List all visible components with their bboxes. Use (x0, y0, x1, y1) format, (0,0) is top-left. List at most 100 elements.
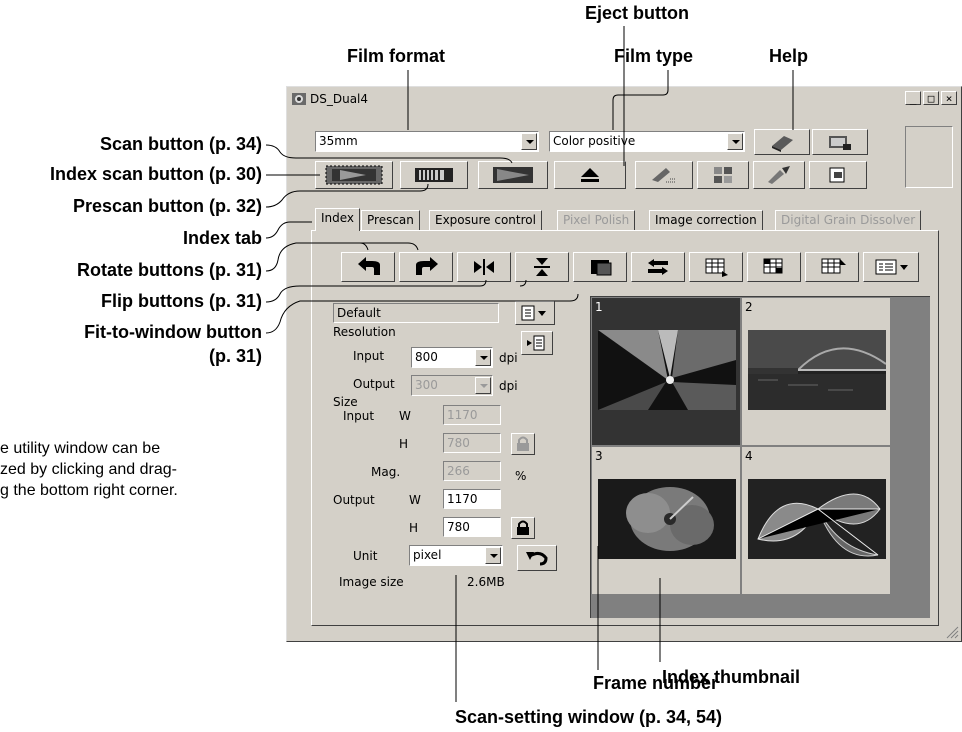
frame-1[interactable]: 1 (591, 297, 741, 446)
input-height-field: 780 (443, 433, 501, 453)
rotate-right-icon (416, 257, 438, 275)
app-icon (292, 93, 306, 105)
frame-4[interactable]: 4 (741, 446, 891, 595)
input-dpi-unit: dpi (499, 351, 518, 365)
flip-vertical-button[interactable] (515, 252, 569, 282)
utility-window: DS_Dual4 _ □ × 35mm Color positive (286, 86, 962, 642)
paintbrush-icon (768, 166, 790, 184)
help-button[interactable] (754, 129, 810, 155)
select-frames-button[interactable] (747, 252, 801, 282)
minimize-button[interactable]: _ (905, 91, 921, 105)
settings-menu-button[interactable] (515, 301, 555, 325)
film-type-select[interactable]: Color positive (549, 131, 745, 152)
variations-button[interactable] (697, 161, 749, 189)
resize-note-line: g the bottom right corner. (0, 482, 178, 499)
index-thumbnail[interactable] (598, 330, 736, 410)
eject-icon (581, 168, 599, 182)
index-thumbnail[interactable] (748, 330, 886, 410)
callout-help: Help (769, 46, 809, 66)
index-scan-button[interactable] (315, 161, 393, 189)
film-format-value: 35mm (319, 134, 358, 148)
flip-horizontal-icon (474, 259, 494, 275)
maximize-button[interactable]: □ (923, 91, 939, 105)
output-width-field[interactable]: 1170 (443, 489, 501, 509)
prescan-button[interactable] (400, 161, 468, 189)
unit-label: Unit (353, 549, 378, 563)
job-preset-field: Default (333, 303, 499, 323)
frame-number: 3 (595, 449, 603, 463)
percent-unit: % (515, 469, 527, 483)
tab-image-correction[interactable]: Image correction (649, 210, 763, 230)
output-size-label: Output (333, 493, 375, 507)
fit-to-window-button[interactable] (573, 252, 627, 282)
chevron-down-icon[interactable] (727, 133, 743, 150)
callout-flip-buttons: Flip buttons (p. 31) (101, 291, 262, 311)
frame-number: 2 (745, 300, 753, 314)
tab-prescan[interactable]: Prescan (361, 210, 420, 230)
unit-select[interactable]: pixel (409, 545, 503, 566)
pixel-polish-tool-button[interactable] (635, 161, 693, 189)
flip-horizontal-button[interactable] (457, 252, 511, 282)
callout-fit-to-window-button: Fit-to-window button (84, 322, 262, 342)
deselect-frames-button[interactable] (805, 252, 859, 282)
magnification-field: 266 (443, 461, 501, 481)
input-size-label: Input (343, 409, 375, 423)
magnification-label: Mag. (371, 465, 401, 479)
fit-to-window-icon (591, 260, 612, 276)
list-dropdown-icon (521, 305, 546, 321)
frame-number: 4 (745, 449, 753, 463)
settings-file-icon (829, 167, 845, 183)
output-height-field[interactable]: 780 (443, 517, 501, 537)
apply-settings-button[interactable] (521, 331, 553, 355)
eject-button[interactable] (554, 161, 626, 189)
index-menu-button[interactable] (863, 252, 919, 282)
apply-arrow-icon (527, 335, 545, 351)
undo-icon (526, 551, 548, 566)
select-all-frames-button[interactable] (689, 252, 743, 282)
output-width-label: W (409, 493, 421, 507)
resolution-label: Resolution (333, 325, 396, 339)
callout-frame-number: Frame number (593, 673, 719, 693)
index-thumbnail[interactable] (748, 479, 886, 559)
reverse-order-button[interactable] (631, 252, 685, 282)
flip-vertical-icon (534, 258, 550, 276)
color-correction-button[interactable] (753, 161, 805, 189)
swap-arrows-icon (648, 259, 668, 275)
rotate-left-icon (358, 257, 380, 275)
resize-grip-icon[interactable] (945, 625, 959, 639)
rotate-right-button[interactable] (399, 252, 453, 282)
output-resolution-select: 300 (411, 375, 493, 396)
scan-button[interactable] (478, 161, 548, 189)
callout-index-thumbnail: Index thumbnail (662, 667, 801, 687)
output-lock-button[interactable] (511, 517, 535, 539)
index-tab-panel (311, 230, 939, 626)
tab-exposure-control[interactable]: Exposure control (429, 210, 542, 230)
film-format-select[interactable]: 35mm (315, 131, 539, 152)
chevron-down-icon[interactable] (475, 349, 491, 366)
film-type-value: Color positive (553, 134, 636, 148)
tab-pixel-polish: Pixel Polish (557, 210, 636, 230)
resize-note: e utility window can be zed by clicking … (0, 438, 300, 501)
rotate-left-button[interactable] (341, 252, 395, 282)
image-size-label: Image size (339, 575, 404, 589)
frame-2[interactable]: 2 (741, 297, 891, 446)
save-settings-button[interactable] (809, 161, 867, 189)
preferences-button[interactable] (812, 129, 868, 155)
frame-3[interactable]: 3 (591, 446, 741, 595)
close-button[interactable]: × (941, 91, 957, 105)
callout-fit-to-window-page: (p. 31) (208, 346, 262, 366)
chevron-down-icon[interactable] (485, 547, 501, 564)
unit-value: pixel (413, 548, 442, 562)
title-bar[interactable]: DS_Dual4 _ □ × (289, 89, 959, 109)
tab-index[interactable]: Index (315, 208, 361, 231)
input-resolution-select[interactable]: 800 (411, 347, 493, 368)
resize-note-line: zed by clicking and drag- (0, 461, 177, 478)
chevron-down-icon[interactable] (521, 133, 537, 150)
reset-button[interactable] (517, 545, 557, 571)
index-thumbnail-area: 1 2 3 (590, 296, 930, 618)
scan-icon (493, 167, 533, 183)
input-height-label: H (399, 437, 409, 451)
index-thumbnail[interactable] (598, 479, 736, 559)
book-icon (772, 136, 793, 152)
output-dpi-unit: dpi (499, 379, 518, 393)
